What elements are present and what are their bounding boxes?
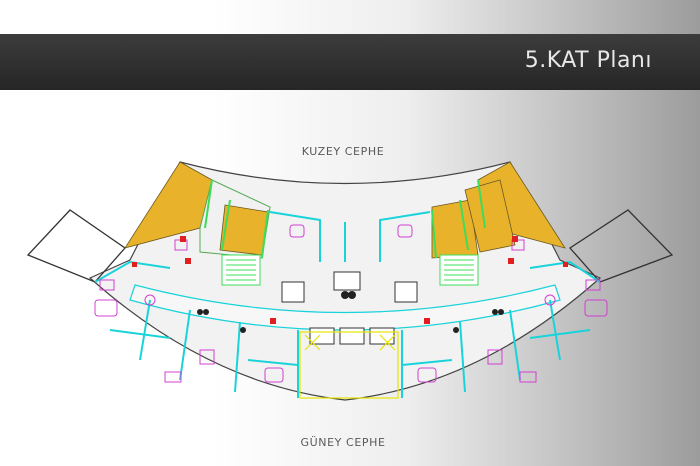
south-facade-label: GÜNEY CEPHE [300, 436, 386, 449]
north-zone-right-3 [464, 179, 516, 253]
cyan-walls [94, 211, 601, 398]
fixtures [197, 291, 504, 333]
title-bar: 5.KAT Planı [0, 34, 700, 90]
elevators-north [281, 271, 418, 303]
stair-core-left [221, 254, 261, 286]
red-accents [132, 236, 568, 324]
stair-core-right [439, 254, 479, 286]
north-facade-label: KUZEY CEPHE [301, 145, 385, 158]
page-title: 5.KAT Planı [524, 48, 652, 73]
south-lobby [299, 331, 399, 399]
north-walls [204, 179, 486, 259]
central-corridor [129, 284, 561, 331]
right-wing-outline [569, 209, 674, 283]
